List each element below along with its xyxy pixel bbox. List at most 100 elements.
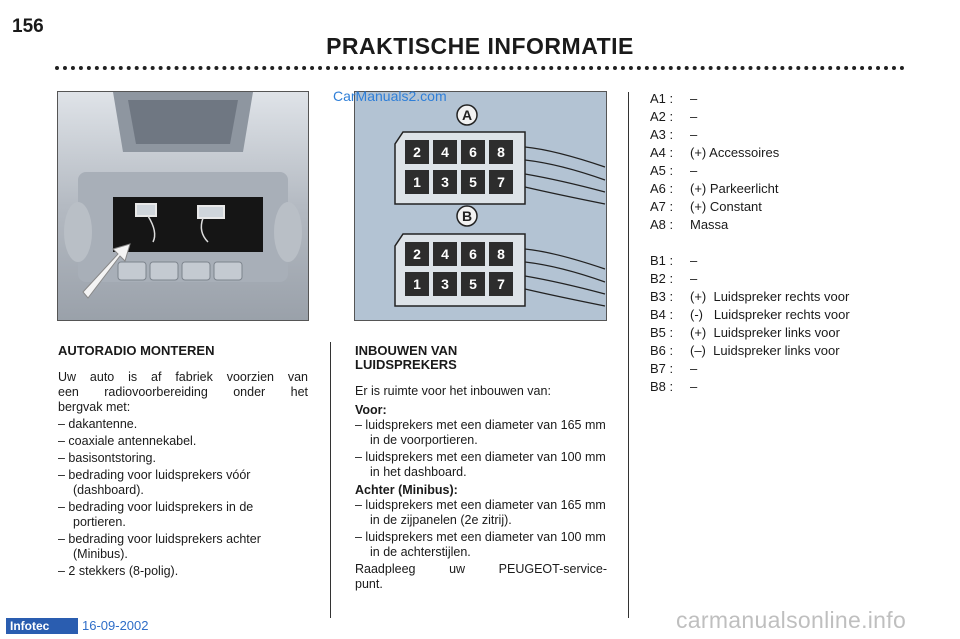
connector-pin-cell	[405, 242, 429, 266]
outro-line: Raadpleeg uw PEUGEOT-service-	[355, 562, 607, 576]
pin-function: (-) Luidspreker rechts voor	[690, 307, 850, 322]
pin-function: (+) Parkeerlicht	[690, 181, 779, 196]
connector-pin-number: 7	[497, 276, 505, 292]
pin-function: (+) Luidspreker links voor	[690, 325, 840, 340]
pin-row: A3 : –	[650, 126, 910, 144]
pin-function: (–) Luidspreker links voor	[690, 343, 840, 358]
connector-pin-number: 6	[469, 246, 477, 262]
rear-label: Achter (Minibus):	[355, 483, 458, 497]
pin-row: B1 :–	[650, 252, 910, 270]
connector-pin-cell	[461, 140, 485, 164]
pin-id: A3 :	[650, 127, 674, 142]
list-item: – luidsprekers met een diameter van 100 …	[355, 450, 606, 479]
pin-row: B5 : (+) Luidspreker links voor	[650, 324, 910, 342]
pin-function: –	[690, 361, 698, 376]
connector-pin-cell	[489, 272, 513, 296]
pin-function: –	[690, 379, 698, 394]
connector-pin-number: 5	[469, 174, 477, 190]
pin-function: –	[690, 163, 698, 178]
radio-compartment-illustration	[57, 91, 309, 321]
pin-row: A6 :(+) Parkeerlicht	[650, 180, 910, 198]
connector-pin-cell	[433, 140, 457, 164]
pin-id: B8 :	[650, 379, 674, 394]
pin-row: B7 : –	[650, 360, 910, 378]
pin-row: B8 : –	[650, 378, 910, 396]
pin-function: Massa	[690, 217, 729, 232]
connector-pin-number: 2	[413, 246, 421, 262]
intro-line: Uw auto is af fabriek voorzien van	[58, 370, 308, 384]
connector-pin-cell	[405, 272, 429, 296]
pin-id: B7 :	[650, 361, 674, 376]
connector-pin-cell	[433, 170, 457, 194]
connector-pin-number: 6	[469, 144, 477, 160]
list-item: – 2 stekkers (8-polig).	[58, 564, 179, 578]
connector-pin-number: 8	[497, 144, 505, 160]
pin-row: A5 : –	[650, 162, 910, 180]
pin-row: B6 : (–) Luidspreker links voor	[650, 342, 910, 360]
list-item: – basisontstoring.	[58, 451, 156, 465]
list-item: – luidsprekers met een diameter van 165 …	[355, 418, 606, 447]
label-b-badge	[456, 205, 478, 227]
pin-function: (+) Luidspreker rechts voor	[690, 289, 850, 304]
list-item: – bedrading voor luidsprekers in de port…	[58, 500, 254, 529]
pin-id: B4 :	[650, 307, 674, 322]
connector-pin-cell	[405, 170, 429, 194]
connector-pin-cell	[461, 170, 485, 194]
pin-id: A4 :	[650, 145, 674, 160]
list-item: – dakantenne.	[58, 417, 138, 431]
pin-row: B2 : –	[650, 270, 910, 288]
column-divider-right	[628, 92, 629, 618]
pin-function: –	[690, 127, 698, 142]
intro-line: een radiovoorbereiding onder het	[58, 385, 308, 399]
front-label: Voor:	[355, 403, 387, 417]
connector-pin-number: 4	[441, 246, 449, 262]
pin-row: A8 :Massa	[650, 216, 910, 234]
section-heading: AUTORADIO MONTEREN	[58, 343, 215, 358]
pin-id: B6 :	[650, 343, 674, 358]
pin-id: B2 :	[650, 271, 674, 286]
connector-pin-number: 1	[413, 276, 421, 292]
connector-pin-cell	[461, 242, 485, 266]
pin-row: A2 :–	[650, 108, 910, 126]
connector-pin-cell	[461, 272, 485, 296]
section-autoradio: AUTORADIO MONTEREN Uw auto is af fabriek…	[58, 344, 308, 581]
list-item: – bedrading voor luidsprekers achter (Mi…	[58, 532, 261, 561]
pin-id: A2 :	[650, 109, 674, 124]
pin-id: B5 :	[650, 325, 674, 340]
list-item: – bedrading voor luidsprekers vóór (dash…	[58, 468, 251, 497]
pin-id: A1 :	[650, 91, 674, 106]
pin-function: –	[690, 253, 698, 268]
pin-id: A5 :	[650, 163, 674, 178]
list-item: – luidsprekers met een diameter van 165 …	[355, 498, 606, 527]
footer-watermark: carmanualsonline.info	[676, 607, 907, 633]
pin-function: –	[690, 91, 698, 106]
connector-pin-number: 8	[497, 246, 505, 262]
pin-row: A4 : (+) Accessoires	[650, 144, 910, 162]
outro-line: punt.	[355, 577, 383, 591]
connector-pin-cell	[489, 170, 513, 194]
connector-pin-number: 2	[413, 144, 421, 160]
pin-row: B3 : (+) Luidspreker rechts voor	[650, 288, 910, 306]
pin-id: B3 :	[650, 289, 674, 304]
connector-pin-number: 3	[441, 174, 449, 190]
footer-date: 16-09-2002	[82, 618, 149, 633]
section-heading-line: INBOUWEN VAN	[355, 343, 458, 358]
pin-function: (+) Accessoires	[690, 145, 780, 160]
page-title: PRAKTISCHE INFORMATIE	[326, 33, 634, 59]
connector-a-label: A	[462, 107, 472, 123]
pin-group-gap	[650, 234, 910, 252]
connector-pin-number: 7	[497, 174, 505, 190]
title-divider	[55, 66, 905, 70]
connector-pin-number: 3	[441, 276, 449, 292]
connector-pin-number: 1	[413, 174, 421, 190]
column-divider-left	[330, 342, 331, 618]
pin-row: B4 : (-) Luidspreker rechts voor	[650, 306, 910, 324]
connector-b-label: B	[462, 208, 472, 224]
connector-pin-cell	[433, 242, 457, 266]
connector-pin-cell	[489, 140, 513, 164]
pin-function: (+) Constant	[690, 199, 762, 214]
connector-pin-number: 4	[441, 144, 449, 160]
pin-function: –	[690, 271, 698, 286]
watermark: CarManuals2.com	[333, 88, 447, 104]
